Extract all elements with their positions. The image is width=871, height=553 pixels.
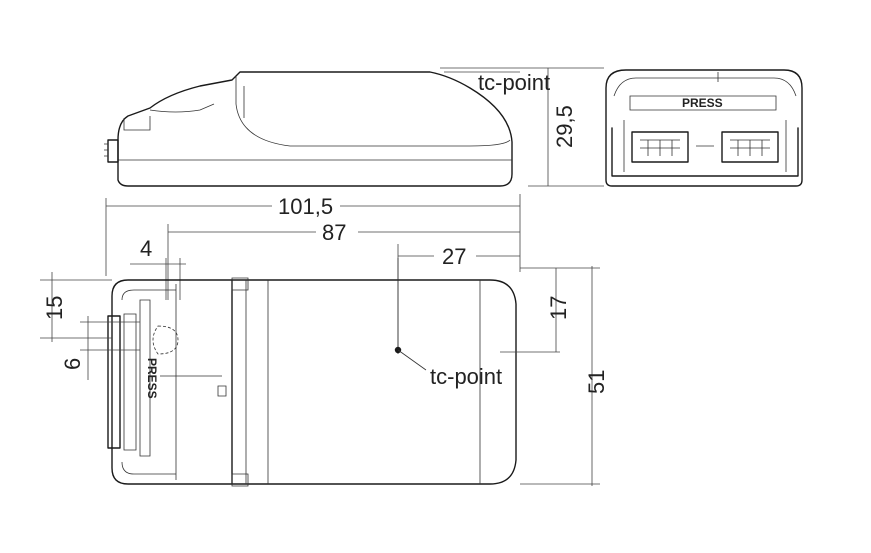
dim-tc-offset-27: 27 <box>442 244 466 269</box>
press-label-plan: PRESS <box>145 358 159 399</box>
dim-height-29-5: 29,5 <box>552 105 577 148</box>
end-view: PRESS <box>605 69 803 187</box>
dim-length-87: 87 <box>322 220 346 245</box>
dim-length-101-5: 101,5 <box>278 194 333 219</box>
dim-clip-4: 4 <box>140 236 152 261</box>
dim-width-51: 51 <box>584 370 609 394</box>
plan-view: PRESS tc-point <box>107 258 517 487</box>
dim-width-15: 15 <box>42 296 67 320</box>
dim-tc-offset-17: 17 <box>546 296 571 320</box>
side-view: tc-point 29,5 <box>104 67 604 187</box>
length-dimensions: 101,5 87 27 4 <box>105 194 521 354</box>
tc-point-label-side: tc-point <box>478 70 550 95</box>
press-label-end: PRESS <box>682 96 723 110</box>
width-dimensions: 15 6 17 51 <box>40 266 609 486</box>
tc-point-label-plan: tc-point <box>430 364 502 389</box>
dim-width-6: 6 <box>60 358 85 370</box>
